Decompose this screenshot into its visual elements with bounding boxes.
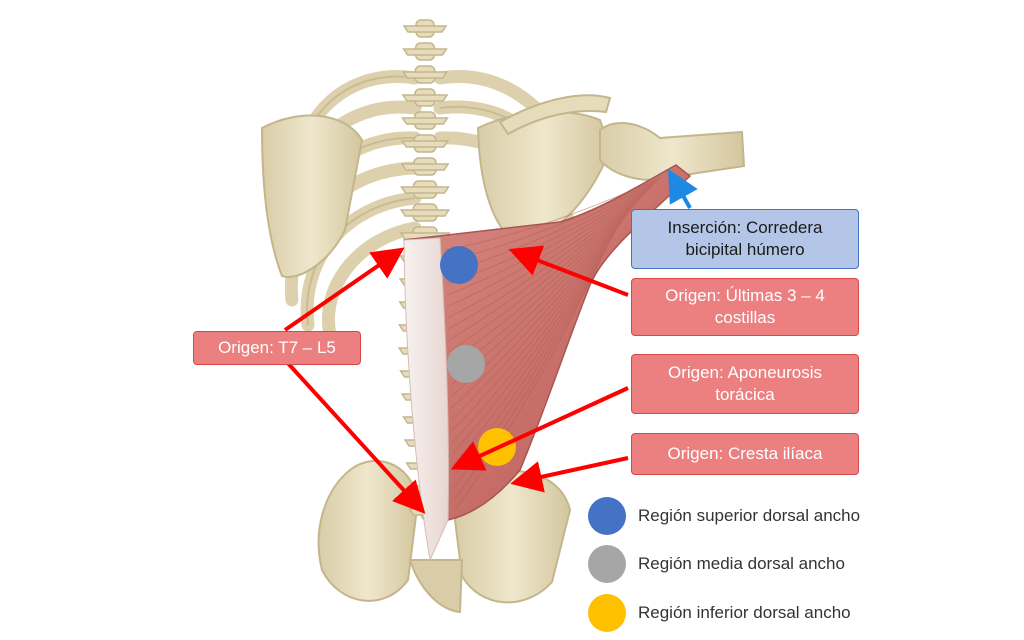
legend-item-inferior: Región inferior dorsal ancho bbox=[588, 594, 851, 632]
label-cresta: Origen: Cresta ilíaca bbox=[631, 433, 859, 475]
label-insercion: Inserción: Corredera bicipital húmero bbox=[631, 209, 859, 269]
muscle-fiber bbox=[452, 207, 631, 443]
vertebra-process bbox=[400, 186, 450, 194]
label-cresta-text: Origen: Cresta ilíaca bbox=[667, 444, 823, 463]
arrow-aponeurosis bbox=[450, 386, 629, 471]
label-ultimas-costillas: Origen: Últimas 3 – 4 costillas bbox=[631, 278, 859, 336]
muscle-fiber bbox=[448, 191, 647, 341]
legend-item-superior: Región superior dorsal ancho bbox=[588, 497, 860, 535]
vertebra-process bbox=[402, 25, 448, 33]
muscle-fiber bbox=[449, 195, 643, 364]
vertebra-process bbox=[401, 117, 449, 125]
region-dot-superior bbox=[440, 246, 478, 284]
vertebra-process bbox=[399, 209, 451, 217]
muscle-fiber bbox=[448, 193, 645, 353]
muscle-fiber bbox=[451, 203, 635, 420]
arrow-t7-upper bbox=[283, 247, 405, 332]
muscle-fiber bbox=[452, 210, 628, 466]
legend-label-inferior: Región inferior dorsal ancho bbox=[638, 603, 851, 622]
clavicle bbox=[498, 94, 612, 136]
humerus bbox=[599, 122, 746, 181]
muscle-fiber bbox=[451, 205, 633, 432]
muscle-fiber bbox=[452, 209, 630, 454]
vertebra-process bbox=[401, 71, 449, 79]
legend-label-superior: Región superior dorsal ancho bbox=[638, 506, 861, 525]
muscle-fiber bbox=[454, 217, 621, 511]
arrow-cresta bbox=[510, 456, 629, 493]
legend-label-media: Región media dorsal ancho bbox=[638, 554, 845, 573]
arrow-costillas bbox=[508, 245, 629, 297]
legend-swatch-inferior bbox=[588, 594, 626, 632]
arrows bbox=[283, 245, 629, 514]
label-aponeurosis-text: Origen: Aponeurosis torácica bbox=[667, 363, 823, 404]
region-dot-media bbox=[447, 345, 485, 383]
label-t7-l5-text: Origen: T7 – L5 bbox=[218, 338, 336, 357]
legend-swatch-superior bbox=[588, 497, 626, 535]
label-ultimas-costillas-text: Origen: Últimas 3 – 4 costillas bbox=[665, 286, 825, 327]
left-scapula bbox=[260, 114, 364, 279]
muscle-fiber bbox=[450, 202, 637, 409]
label-t7-l5: Origen: T7 – L5 bbox=[193, 331, 361, 365]
label-insercion-text: Inserción: Corredera bicipital húmero bbox=[667, 218, 823, 259]
label-aponeurosis: Origen: Aponeurosis torácica bbox=[631, 354, 859, 414]
arrow-insercion bbox=[668, 169, 698, 209]
legend-item-media: Región media dorsal ancho bbox=[588, 545, 845, 583]
vertebra-process bbox=[400, 140, 450, 148]
legend-swatch-media bbox=[588, 545, 626, 583]
vertebra-process bbox=[401, 94, 449, 102]
arrow-t7-lower bbox=[283, 358, 426, 514]
vertebra-process bbox=[400, 163, 450, 171]
vertebra-process bbox=[402, 48, 448, 56]
muscle-fiber bbox=[444, 177, 661, 251]
